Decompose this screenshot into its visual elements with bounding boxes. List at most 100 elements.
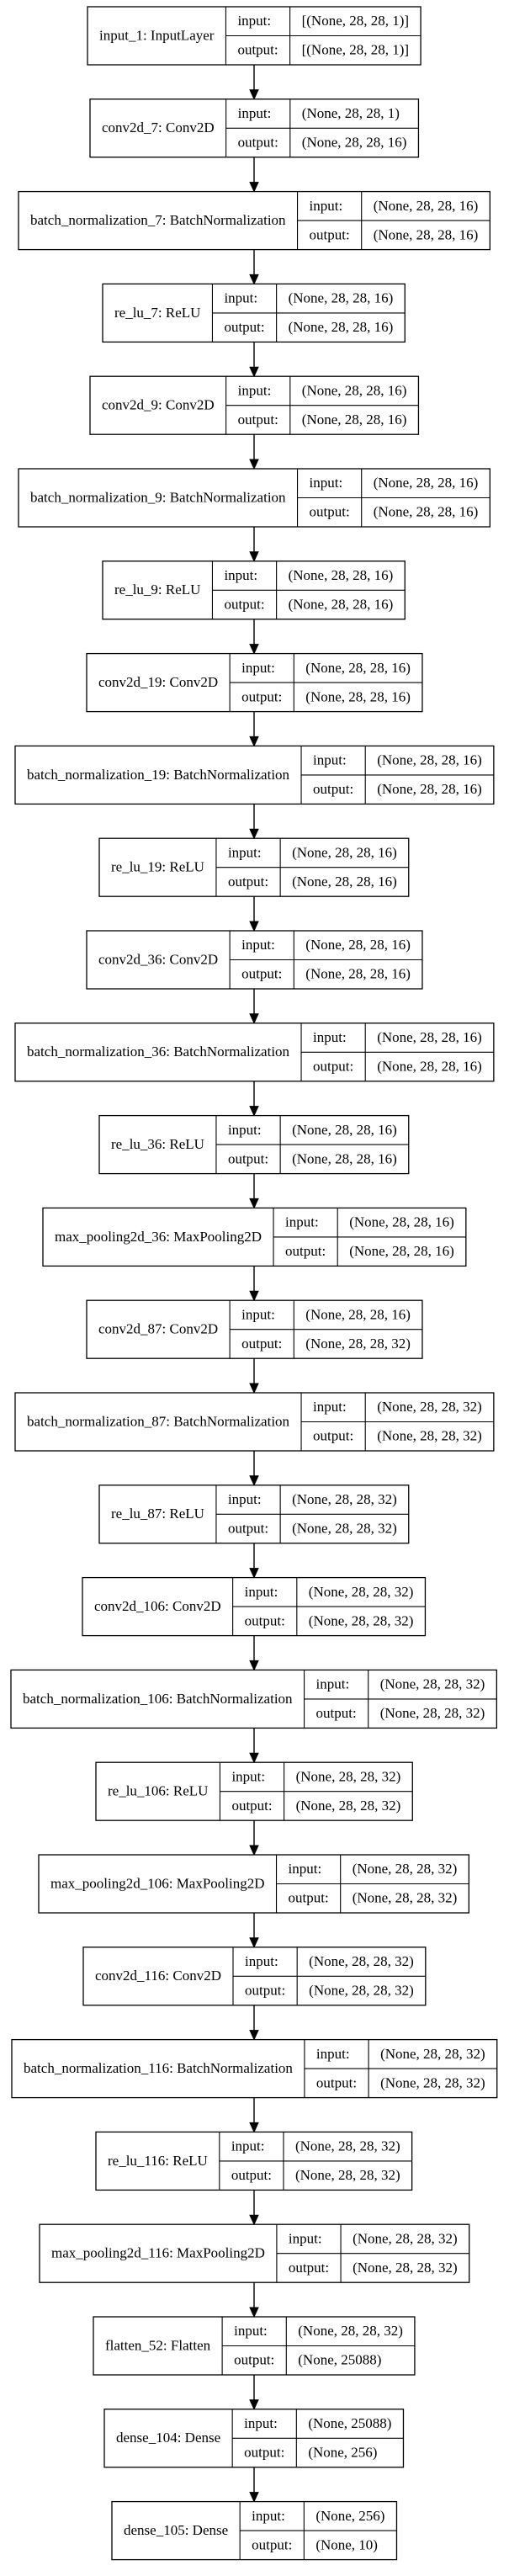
arrow-head [249, 1752, 259, 1764]
input-shape: (None, 28, 28, 16) [292, 1122, 397, 1138]
layer-name: dense_104: Dense [116, 2430, 220, 2446]
output-shape: (None, 10) [315, 2536, 378, 2552]
arrow-head [249, 89, 259, 101]
output-shape: (None, 28, 28, 16) [302, 134, 407, 150]
input-port-label: input: [228, 1122, 262, 1138]
layer-name: re_lu_36: ReLU [111, 1136, 204, 1152]
input-port-label: input: [224, 290, 257, 306]
input-shape: (None, 28, 28, 16) [305, 660, 411, 676]
output-shape: (None, 28, 28, 16) [302, 412, 407, 428]
input-port-label: input: [237, 13, 271, 29]
input-port-label: input: [310, 198, 343, 214]
output-port-label: output: [310, 504, 350, 520]
layer-node: input_1: InputLayerinput:output:[(None, … [87, 6, 422, 66]
connection-arrow [249, 804, 259, 840]
input-shape: (None, 28, 28, 16) [377, 752, 482, 768]
layer-name: dense_105: Dense [124, 2522, 228, 2538]
input-shape: (None, 28, 28, 32) [380, 2046, 485, 2062]
connection-arrow [249, 989, 259, 1025]
layer-name: re_lu_7: ReLU [114, 305, 200, 321]
input-port-label: input: [231, 1768, 265, 1784]
arrow-head [249, 921, 259, 932]
connection-arrow [249, 1635, 259, 1671]
arrow-head [249, 366, 259, 378]
output-port-label: output: [310, 226, 350, 242]
input-shape: (None, 28, 28, 32) [309, 1953, 414, 1969]
layer-name: conv2d_116: Conv2D [95, 1968, 221, 1984]
output-port-label: output: [245, 1612, 285, 1628]
input-port-label: input: [238, 382, 272, 398]
input-shape: (None, 28, 28, 32) [353, 2230, 458, 2246]
input-port-label: input: [252, 2508, 285, 2524]
arrow-head [249, 1013, 259, 1025]
arrow-head [249, 2030, 259, 2041]
arrow-head [249, 644, 259, 655]
layer-name: max_pooling2d_106: MaxPooling2D [50, 1875, 265, 1891]
output-shape: (None, 28, 28, 32) [380, 1705, 485, 1721]
output-port-label: output: [241, 1336, 282, 1352]
layer-name: max_pooling2d_36: MaxPooling2D [55, 1229, 262, 1245]
output-port-label: output: [316, 2074, 357, 2090]
layer-name: batch_normalization_19: BatchNormalizati… [27, 767, 290, 783]
output-shape: (None, 28, 28, 32) [353, 2260, 458, 2276]
input-shape: (None, 28, 28, 1) [302, 105, 400, 121]
output-port-label: output: [241, 688, 282, 704]
input-shape: (None, 28, 28, 16) [305, 1306, 411, 1322]
layer-name: conv2d_36: Conv2D [98, 951, 218, 967]
input-port-label: input: [289, 1861, 322, 1877]
output-port-label: output: [224, 596, 264, 612]
connection-arrow [249, 619, 259, 655]
input-port-label: input: [241, 660, 275, 676]
output-shape: (None, 28, 28, 32) [309, 1982, 414, 1998]
layer-node: batch_normalization_106: BatchNormalizat… [10, 1669, 498, 1729]
output-shape: (None, 28, 28, 16) [292, 1150, 397, 1166]
input-port-label: input: [285, 1214, 319, 1230]
layer-node: re_lu_36: ReLU input: output: (None, 28, 28… [98, 1114, 410, 1175]
connection-arrow [249, 65, 259, 101]
output-port-label: output: [285, 1243, 326, 1259]
arrow-head [249, 274, 259, 285]
input-port-label: input: [316, 1676, 350, 1692]
input-shape: (None, 28, 28, 16) [377, 1029, 482, 1045]
input-shape: (None, 28, 28, 32) [292, 1491, 397, 1507]
output-port-label: output: [238, 134, 278, 150]
output-port-label: output: [313, 1058, 353, 1074]
connection-arrow [249, 2282, 259, 2318]
input-port-label: input: [241, 1306, 275, 1322]
input-shape: (None, 28, 28, 16) [374, 475, 479, 491]
output-port-label: output: [241, 966, 282, 982]
connection-arrow [249, 1173, 259, 1209]
input-port-label: input: [238, 105, 272, 121]
arrow-head [249, 736, 259, 747]
output-shape: (None, 28, 28, 32) [309, 1612, 414, 1628]
connection-arrow [249, 1081, 259, 1117]
arrow-head [249, 551, 259, 563]
output-shape: (None, 28, 28, 32) [380, 2074, 485, 2090]
arrow-head [249, 1290, 259, 1302]
input-port-label: input: [234, 2323, 268, 2339]
input-shape: [(None, 28, 28, 1)] [302, 13, 409, 29]
output-port-label: output: [237, 42, 278, 58]
layer-name: batch_normalization_9: BatchNormalizatio… [30, 489, 286, 505]
layer-node: batch_normalization_36: BatchNormalizati… [14, 1022, 495, 1082]
connection-arrow [249, 1358, 259, 1394]
layer-name: conv2d_87: Conv2D [98, 1321, 218, 1337]
input-port-label: input: [310, 475, 343, 491]
output-port-label: output: [228, 1520, 268, 1536]
arrow-head [249, 1475, 259, 1487]
connection-arrow [249, 434, 259, 470]
connection-arrow [249, 896, 259, 932]
output-port-label: output: [228, 1150, 268, 1166]
connection-arrow [249, 1820, 259, 1856]
arrow-head [249, 2492, 259, 2503]
